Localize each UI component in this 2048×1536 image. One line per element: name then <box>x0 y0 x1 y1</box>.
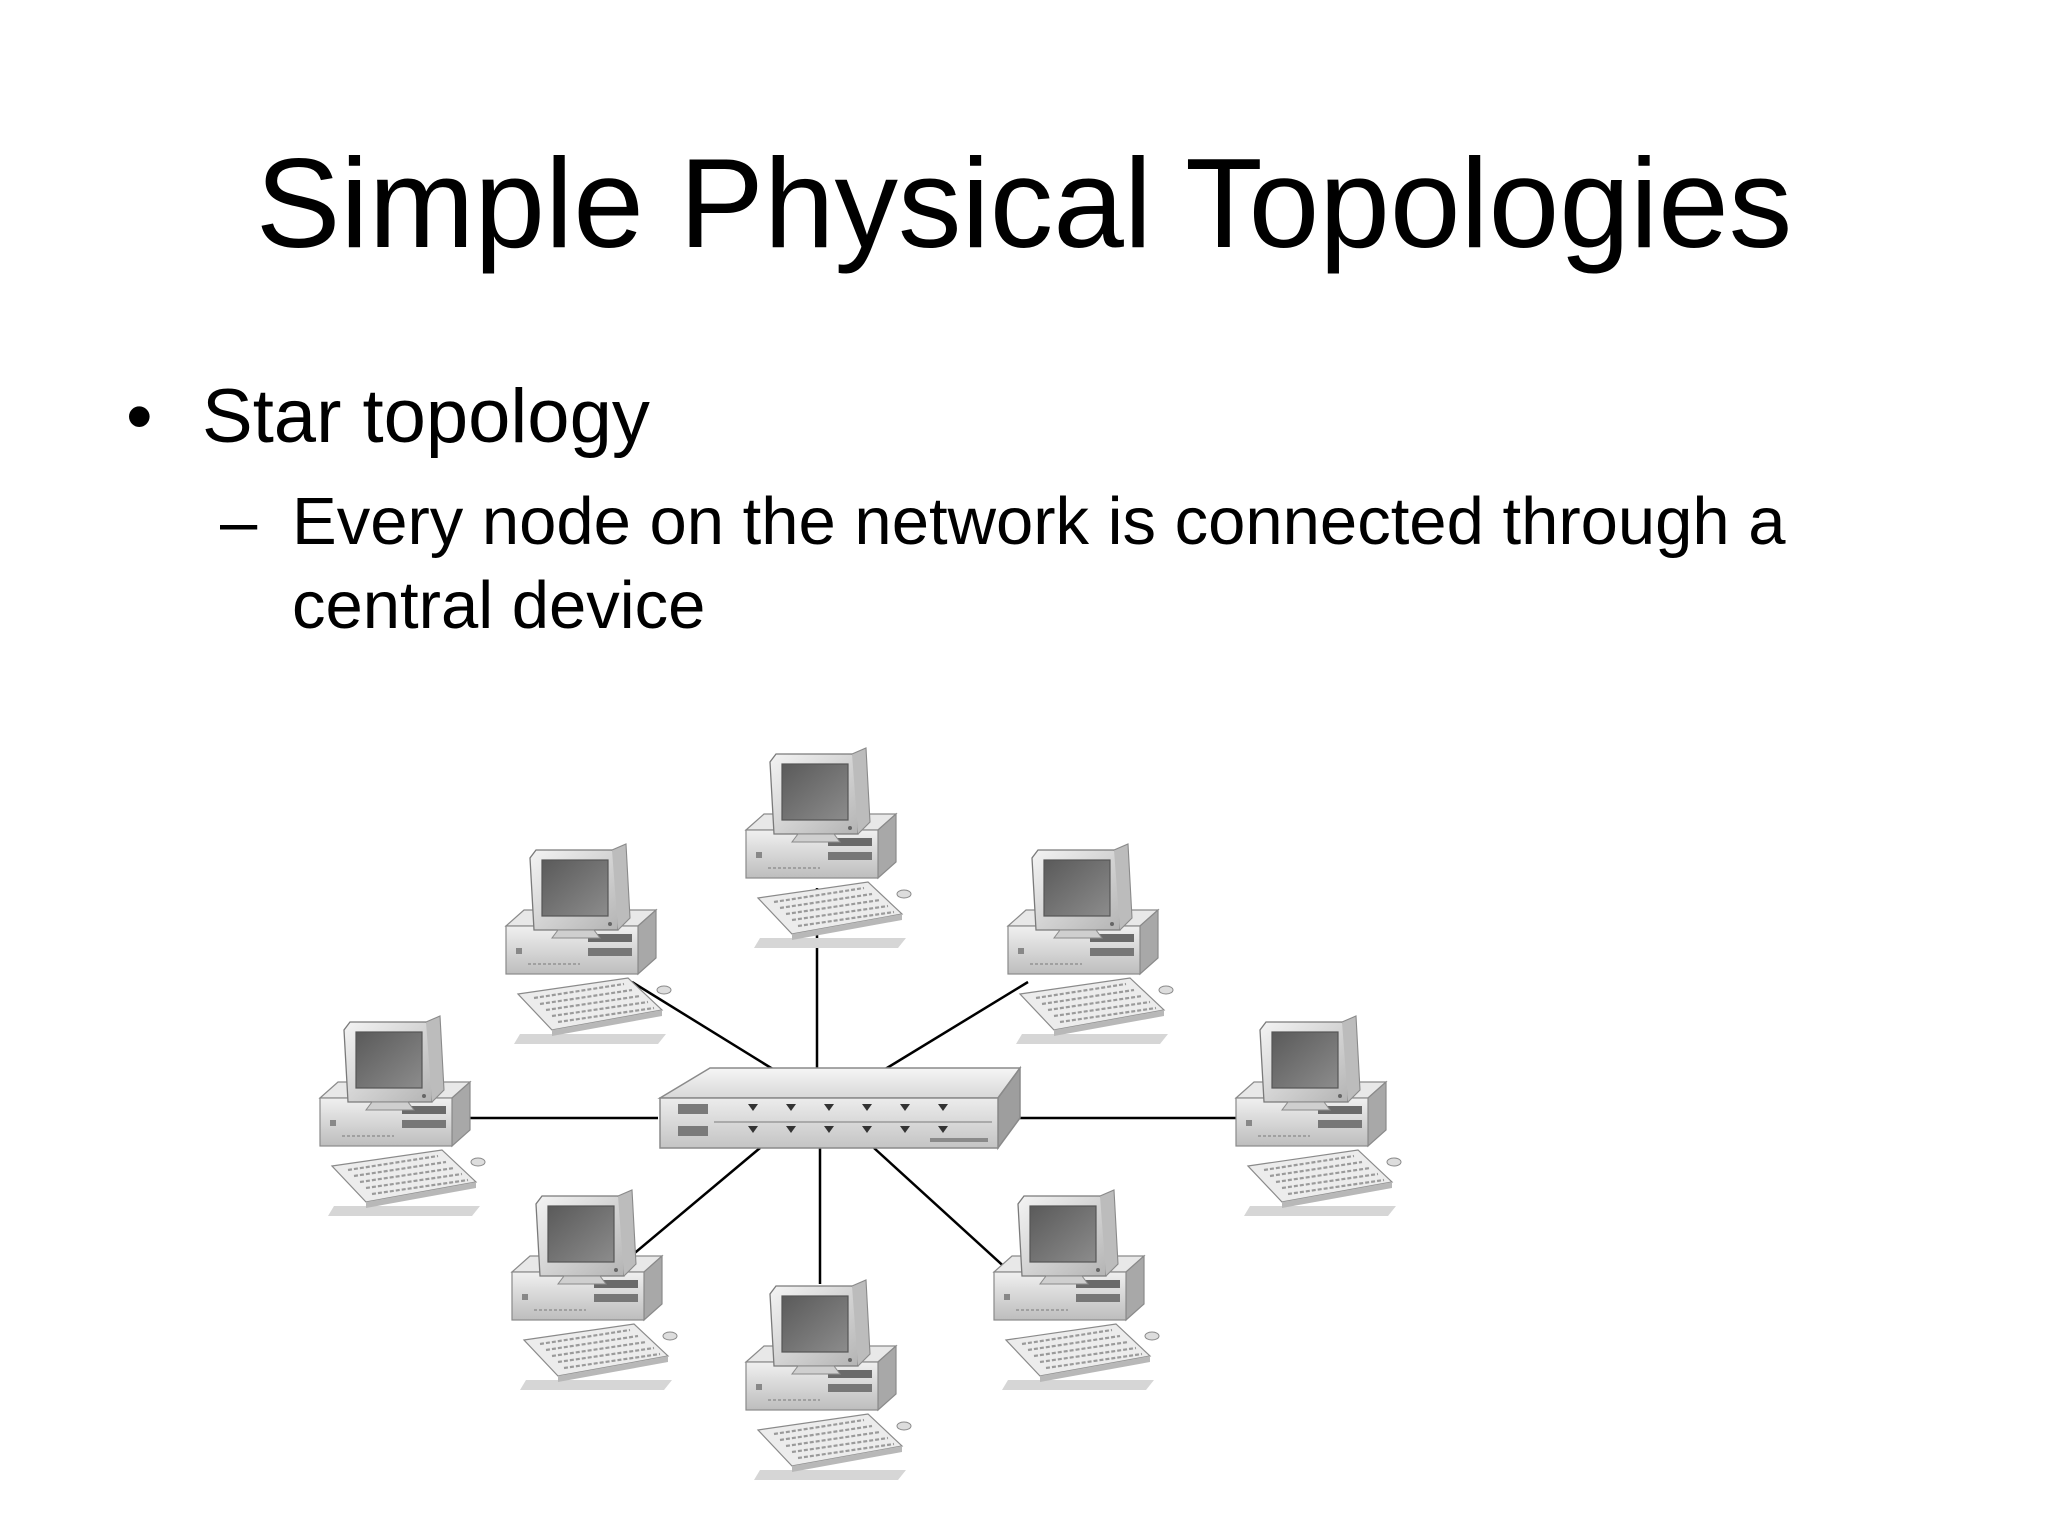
cable-lower-left <box>611 1147 761 1273</box>
computer-icon <box>1234 1014 1403 1218</box>
sub-bullet-text: Every node on the network is connected t… <box>292 484 1786 643</box>
sub-bullet-marker: – <box>220 484 258 559</box>
computer-icon <box>510 1188 679 1392</box>
computer-icon <box>318 1014 487 1218</box>
cable-lower-right <box>873 1147 1011 1273</box>
hub-ports <box>748 1104 948 1133</box>
computer-icon <box>744 746 913 950</box>
computer-icon <box>504 842 673 1046</box>
computer-icon <box>1006 842 1175 1046</box>
cable-upper-left <box>631 980 777 1073</box>
slide-title: Simple Physical Topologies <box>255 132 1793 274</box>
cable-upper-right <box>881 980 1029 1073</box>
computer-icon <box>744 1278 913 1482</box>
bullet-text: Star topology <box>202 374 650 459</box>
bullet-item: • Star topology <box>126 372 650 462</box>
bullet-marker: • <box>126 374 153 459</box>
network-hub-icon <box>657 1065 1022 1151</box>
sub-bullet-item: – Every node on the network is connected… <box>220 480 1940 648</box>
computer-icon <box>992 1188 1161 1392</box>
